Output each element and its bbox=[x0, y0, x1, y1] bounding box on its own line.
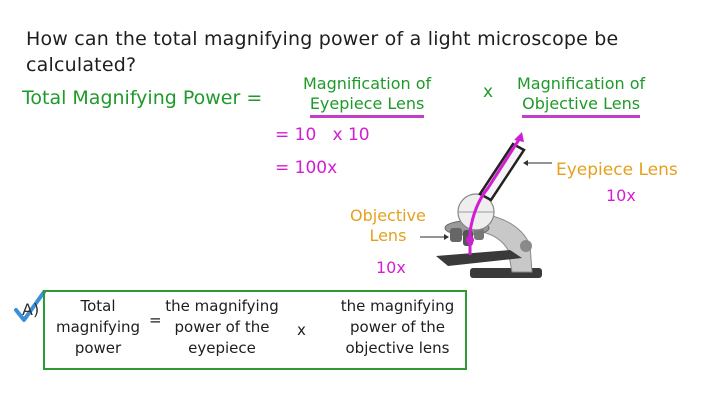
question-line-1: How can the total magnifying power of a … bbox=[26, 28, 619, 50]
term-eyepiece-line-1: Magnification of bbox=[303, 74, 432, 93]
col3-line1: the magnifying bbox=[340, 297, 455, 315]
objective-label-line-2: Lens bbox=[369, 226, 407, 245]
col2-line1: the magnifying bbox=[165, 297, 279, 315]
question-text: How can the total magnifying power of a … bbox=[26, 26, 618, 78]
calc-line-1: = 10 x 10 bbox=[275, 125, 370, 145]
question-line-2: calculated? bbox=[26, 54, 137, 76]
formula-term-objective: Magnification of Objective Lens bbox=[517, 74, 645, 118]
objective-label-line-1: Objective bbox=[350, 206, 426, 225]
eyepiece-magnification: 10x bbox=[606, 186, 636, 205]
formula-operator: x bbox=[483, 82, 494, 102]
col2-line3: eyepiece bbox=[188, 339, 256, 357]
col1-line3: power bbox=[74, 339, 122, 357]
term-objective-line-2: Objective Lens bbox=[522, 94, 641, 118]
answer-box: Total magnifying power = the magnifying … bbox=[43, 290, 467, 370]
calc-line-2: = 100x bbox=[275, 158, 338, 178]
term-eyepiece-line-2: Eyepiece Lens bbox=[309, 94, 425, 118]
answer-equals: = bbox=[149, 311, 162, 329]
col1-line1: Total bbox=[80, 297, 116, 315]
eyepiece-lens-label: Eyepiece Lens bbox=[556, 160, 678, 180]
col1-line2: magnifying bbox=[55, 318, 141, 336]
answer-col-total: Total magnifying power bbox=[53, 296, 143, 359]
checkmark-icon bbox=[14, 290, 46, 322]
col2-line2: power of the bbox=[174, 318, 270, 336]
answer-col-objective: the magnifying power of the objective le… bbox=[330, 296, 465, 359]
objective-magnification: 10x bbox=[376, 258, 406, 277]
answer-col-eyepiece: the magnifying power of the eyepiece bbox=[162, 296, 282, 359]
term-objective-line-1: Magnification of bbox=[517, 74, 646, 93]
col3-line3: objective lens bbox=[345, 339, 450, 357]
answer-times: x bbox=[297, 321, 306, 339]
formula-lhs: Total Magnifying Power = bbox=[22, 87, 263, 109]
formula-term-eyepiece: Magnification of Eyepiece Lens bbox=[303, 74, 431, 118]
col3-line2: power of the bbox=[350, 318, 445, 336]
option-marker: A) bbox=[22, 300, 40, 319]
objective-lens-label: Objective Lens bbox=[350, 206, 426, 246]
